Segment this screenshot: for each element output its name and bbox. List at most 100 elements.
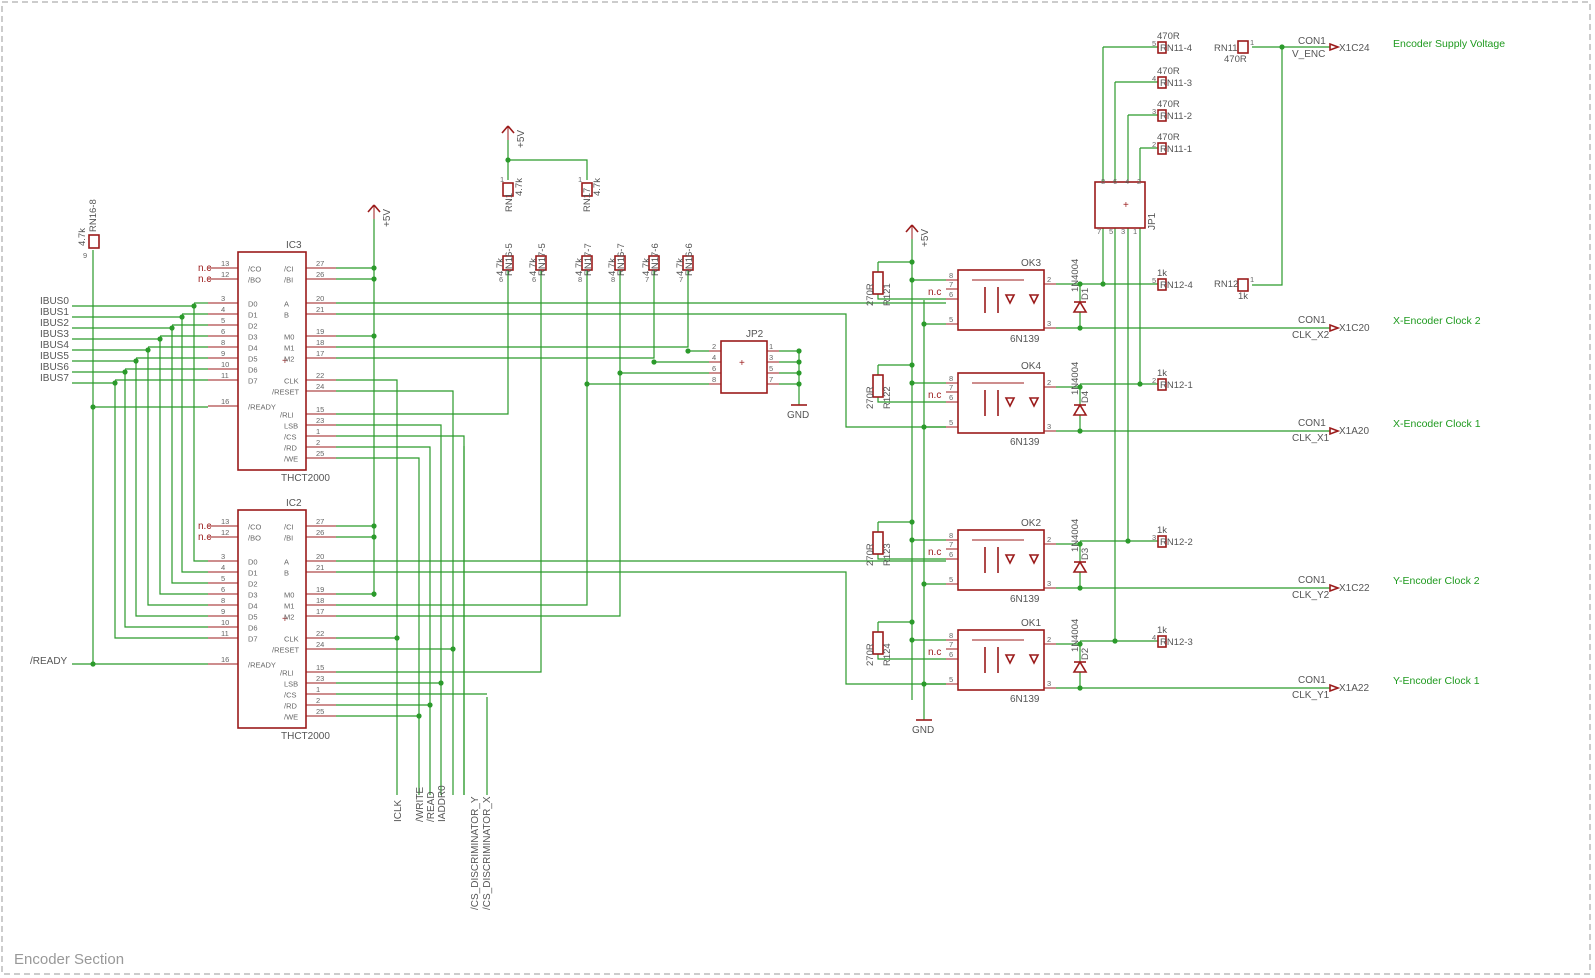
ic-pin-name: /RESET [272,646,300,655]
jp1-name: JP1 [1147,212,1158,230]
connector-label: CON1 [1298,575,1326,586]
pullup-value: 4.7k [77,228,88,246]
opto-wire [877,397,946,403]
pullup-pin: 7 [645,275,649,284]
bus-wire [114,383,208,639]
junction-dot [371,265,377,271]
ic-pin-number: 8 [221,596,225,605]
opto-pin-number: 8 [949,631,953,640]
nc-label: n.c [198,263,211,274]
resistor-pin: 1 [1250,38,1254,47]
pullup-pin: 7 [679,275,683,284]
opto-pin-number: 3 [1047,319,1051,328]
resistor-rn12-2 [1157,535,1167,548]
opto-pin-number: 6 [949,393,953,402]
bottom-signal-label: ICLK [393,799,404,822]
opto-resistor [872,631,884,655]
ic-pin-number: 9 [221,607,225,616]
ic-pin-number: 4 [221,305,225,314]
junction-dot [371,523,377,529]
connector-arrow [1329,426,1341,436]
ic-pin-number: 24 [316,382,324,391]
ic-pin-number: 13 [221,259,229,268]
connector-pin: X1C24 [1339,43,1370,54]
connector-label: CON1 [1298,36,1326,47]
ic-pin-name: D4 [248,602,258,611]
connector-arrow [1329,42,1341,52]
resistor-value: 1k [1157,268,1167,279]
bus-label: IBUS5 [40,351,69,362]
junction-dot [371,333,377,339]
connector-pin: X1C22 [1339,583,1370,594]
ic-pin-name: M2 [284,613,294,622]
jp1-origin: + [1123,200,1129,211]
pullup-pin: 1 [500,175,504,184]
opto-wire [336,313,946,428]
opto-pin-number: 3 [1047,422,1051,431]
ic-origin-mark: + [282,356,288,367]
ic-name: IC3 [286,240,302,251]
pullup-value: 4.7k [528,258,539,276]
connector-net: CLK_Y2 [1292,590,1330,601]
jp2-origin: + [739,358,745,369]
opto-name: OK3 [1021,258,1041,269]
ic-pin-name: /RLI [280,411,294,420]
resistor-value: 270R [865,543,876,566]
diode [1072,660,1088,673]
ic-pin-name: /RLI [280,669,294,678]
bottom-signal-label: /WRITE [415,787,426,822]
resistor-value: 470R [1157,99,1180,110]
ic-pin-name: LSB [284,422,298,431]
junction-dot [394,635,400,641]
ic-pin-number: 20 [316,294,324,303]
opto-pin-number: 5 [949,418,953,427]
ic-pin-name: D1 [248,311,258,320]
ic-pin-number: 23 [316,416,324,425]
resistor-pin: 2 [1152,376,1156,385]
resistor-value: 470R [1157,31,1180,42]
jp1-pin-number: 7 [1097,227,1101,236]
pullup-value: 4.7k [495,258,506,276]
ic-pin-number: 6 [221,327,225,336]
resistor-value: 470R [1157,132,1180,143]
resistor-value: 470R [1157,66,1180,77]
ic-pin-name: CLK [284,377,299,386]
ic-pin-name: D5 [248,355,258,364]
ic-pin-name: /BI [284,534,293,543]
resistor-value: 270R [865,283,876,306]
connector-net: CLK_X2 [1292,330,1330,341]
gnd-label: GND [912,725,934,736]
ic-pin-number: 17 [316,349,324,358]
diode-name: D2 [1080,648,1091,660]
ic-pin-name: M1 [284,602,294,611]
ic-pin-number: 26 [316,270,324,279]
bus-label: IBUS7 [40,373,69,384]
ic-pin-name: /RD [284,444,298,453]
junction-dot [450,646,456,652]
opto-type: 6N139 [1010,334,1040,345]
ic-pin-name: /WE [284,455,298,464]
opto-led [1028,554,1040,565]
resistor-value: 1k [1157,368,1167,379]
resistor-rn11-2 [1157,109,1167,122]
junction-dot [909,619,915,625]
resistor-rn12-4 [1157,278,1167,291]
junction-dot [157,336,163,342]
pullup-name: RN16-7 [616,243,627,276]
ic-pin-number: 5 [221,316,225,325]
junction-dot [617,370,623,376]
pullup-value: 4.7k [675,258,686,276]
ic-pin-number: 2 [316,438,320,447]
junction-dot [1125,538,1131,544]
connector-description: X-Encoder Clock 1 [1393,418,1481,430]
junction-dot [909,537,915,543]
ic-pin-name: /READY [248,403,276,412]
pullup-value: 4.7k [607,258,618,276]
pullup-name: RN17-5 [537,243,548,276]
jp2-pin-number: 1 [769,342,773,351]
opto-pin-number: 8 [949,374,953,383]
ic-pin-name: D6 [248,366,258,375]
opto-pin-number: 2 [1047,378,1051,387]
ic-pin-name: D2 [248,580,258,589]
ic-pin-number: 6 [221,585,225,594]
